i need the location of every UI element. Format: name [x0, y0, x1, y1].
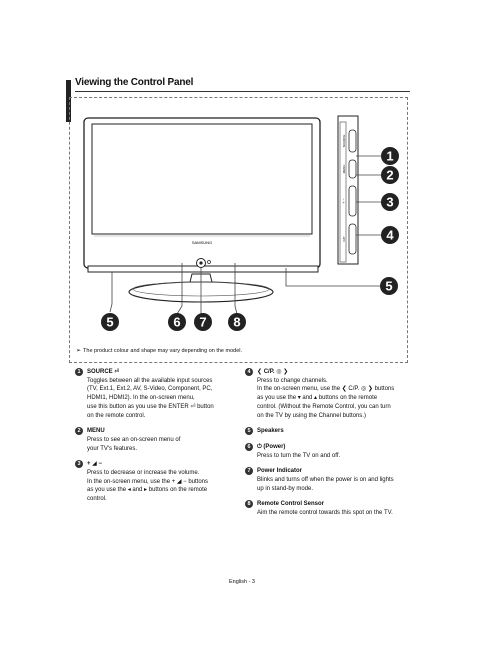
item-number: 8 — [245, 500, 253, 509]
item-title: Remote Control Sensor — [257, 501, 325, 508]
svg-text:8: 8 — [233, 315, 240, 330]
page-footer: English - 3 — [229, 579, 255, 585]
svg-text:5: 5 — [106, 315, 113, 330]
note-arrow-icon: ➢ — [76, 348, 82, 354]
figure-frame — [69, 97, 408, 363]
item-title: SOURCE ⏎ — [87, 369, 120, 375]
figure-note: ➢The product colour and shape may vary d… — [76, 348, 243, 354]
svg-text:MENU: MENU — [342, 165, 346, 174]
callout-5-left — [101, 313, 119, 331]
svg-text:7: 7 — [199, 315, 206, 330]
item-body: Toggles between all the available input … — [87, 377, 214, 419]
svg-text:1: 1 — [386, 149, 393, 164]
callout-6 — [168, 313, 186, 331]
item-number: 7 — [245, 467, 253, 476]
channel-button — [348, 223, 357, 255]
menu-button — [348, 159, 357, 179]
list-item: 5 Speakers — [245, 427, 415, 436]
item-number: 6 — [245, 442, 253, 451]
svg-text:4: 4 — [386, 228, 394, 243]
list-item: 2 MENU Press to see an on-screen menu of… — [75, 427, 245, 453]
callout-4 — [381, 226, 399, 244]
callout-1 — [381, 147, 399, 165]
left-column: 1 SOURCE ⏎ Toggles between all the avail… — [75, 368, 245, 511]
list-item: 8 Remote Control Sensor Aim the remote c… — [245, 500, 415, 517]
item-number: 3 — [75, 460, 83, 469]
brand-logo: SAMSUNG — [192, 240, 212, 245]
callout-5-right — [380, 277, 398, 295]
callout-3 — [381, 193, 399, 211]
callout-lines — [109, 155, 382, 315]
item-body: Blinks and turns off when the power is o… — [257, 477, 394, 492]
list-item: 7 Power Indicator Blinks and turns off w… — [245, 467, 415, 493]
section-header: Viewing the Control Panel — [75, 77, 410, 93]
list-item: 4 ❮ C/P. ◎ ❯ Press to change channels. I… — [245, 368, 415, 420]
callout-8 — [228, 313, 246, 331]
item-title: ❮ C/P. ◎ ❯ — [257, 369, 289, 375]
item-number: 5 — [245, 427, 253, 436]
item-title: ⏻ (Power) — [257, 443, 286, 450]
list-item: 6 ⏻ (Power) Press to turn the TV on and … — [245, 442, 415, 460]
callout-2 — [381, 166, 399, 184]
list-item: 1 SOURCE ⏎ Toggles between all the avail… — [75, 368, 245, 420]
item-body: Press to turn the TV on and off. — [257, 452, 341, 459]
section-marker-bar — [66, 80, 71, 122]
title-rule — [75, 91, 410, 93]
item-title: Speakers — [257, 428, 284, 435]
tv-illustration: SAMSUNG SOURCE MENU + − C/P 1 2 3 4 — [83, 115, 399, 331]
item-body: Aim the remote control towards this spot… — [257, 510, 393, 517]
callout-7 — [194, 313, 212, 331]
svg-text:3: 3 — [386, 195, 393, 210]
item-title: Power Indicator — [257, 468, 303, 475]
item-body: Press to see an on-screen menu of your T… — [87, 436, 181, 452]
volume-button — [348, 185, 357, 217]
svg-text:C/P: C/P — [342, 236, 346, 241]
item-title: MENU — [87, 428, 105, 435]
svg-text:2: 2 — [386, 168, 393, 183]
tv-screen — [91, 123, 313, 235]
right-column: 4 ❮ C/P. ◎ ❯ Press to change channels. I… — [245, 368, 415, 525]
svg-text:+ −: + − — [342, 198, 346, 203]
svg-text:SOURCE: SOURCE — [342, 135, 346, 148]
svg-text:5: 5 — [385, 279, 392, 294]
sensor-icon — [207, 260, 211, 264]
list-item: 3 + ◢ − Press to decrease or increase th… — [75, 460, 245, 504]
item-body: Press to change channels. In the on-scre… — [257, 377, 395, 419]
section-title: Viewing the Control Panel — [75, 77, 194, 88]
item-body: Press to decrease or increase the volume… — [87, 470, 209, 503]
item-title: + ◢ − — [87, 461, 102, 468]
item-number: 1 — [75, 368, 83, 376]
source-button — [348, 129, 357, 153]
item-number: 2 — [75, 427, 83, 436]
svg-text:6: 6 — [173, 315, 180, 330]
item-number: 4 — [245, 368, 253, 376]
